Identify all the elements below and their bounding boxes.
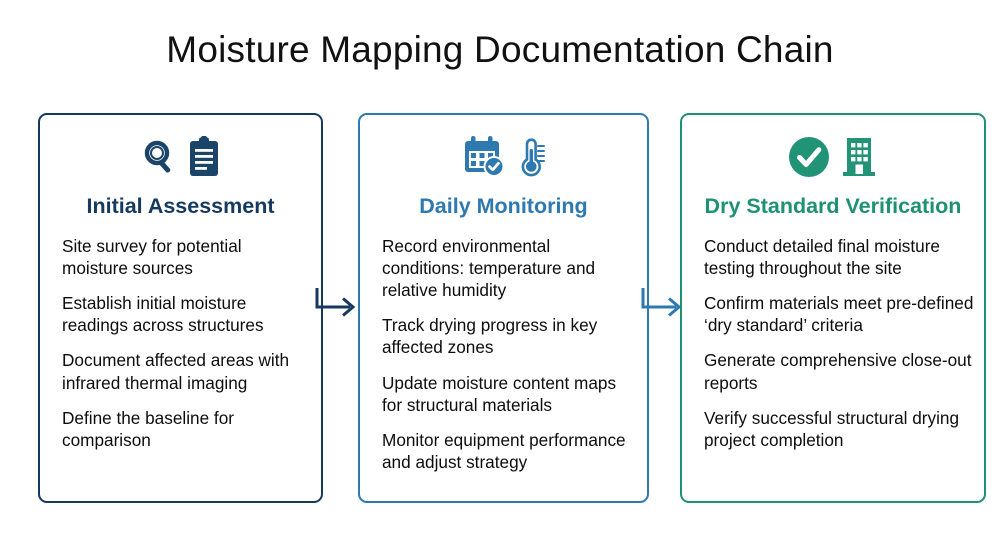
page-title: Moisture Mapping Documentation Chain: [166, 29, 834, 70]
list-item: Establish initial moisture readings acro…: [62, 293, 264, 336]
list-item: Conduct detailed final moisture testing …: [704, 235, 940, 278]
list-item: Update moisture content maps for structu…: [382, 372, 617, 415]
list-item: Monitor equipment performance and adjust…: [382, 430, 626, 473]
stage-card-initial-assessment[interactable]: Initial Assessment Site survey for poten…: [38, 113, 323, 503]
stage-1-item-list: Site survey for potential moisture sourc…: [40, 235, 321, 452]
calendar-check-icon: [462, 135, 508, 179]
list-item: Track drying progress in key affected zo…: [382, 315, 598, 358]
list-item: Verify successful structural drying proj…: [704, 407, 960, 451]
list-item: Define the baseline for comparison: [62, 407, 234, 451]
stage-2-item-list: Record environmental conditions: tempera…: [360, 235, 647, 474]
stage-2-title: Daily Monitoring: [419, 194, 588, 218]
list-item: Site survey for potential moisture sourc…: [62, 235, 242, 278]
list-item: Confirm materials meet pre-defined ‘dry …: [704, 293, 974, 336]
clipboard-icon: [187, 136, 221, 178]
stage-card-dry-standard-verification[interactable]: Dry Standard Verification Conduct detail…: [680, 113, 986, 503]
connector-2-to-3: [640, 285, 688, 325]
stage-1-icon-group: [40, 126, 321, 188]
stage-3-item-list: Conduct detailed final moisture testing …: [682, 235, 984, 452]
thermometer-icon: [516, 135, 546, 179]
stage-3-title: Dry Standard Verification: [704, 194, 962, 218]
list-item: Document affected areas with infrared th…: [62, 350, 290, 393]
list-item: Record environmental conditions: tempera…: [382, 235, 596, 301]
connector-1-to-2: [314, 285, 362, 325]
check-circle-icon: [787, 135, 831, 179]
magnifier-icon: [141, 138, 179, 176]
stage-card-daily-monitoring[interactable]: Daily Monitoring Record environmental co…: [358, 113, 649, 503]
list-item: Generate comprehensive close-out reports: [704, 350, 972, 393]
building-icon: [839, 135, 879, 179]
stage-3-icon-group: [682, 126, 984, 188]
stage-2-icon-group: [360, 126, 647, 188]
stage-1-title: Initial Assessment: [86, 194, 275, 218]
